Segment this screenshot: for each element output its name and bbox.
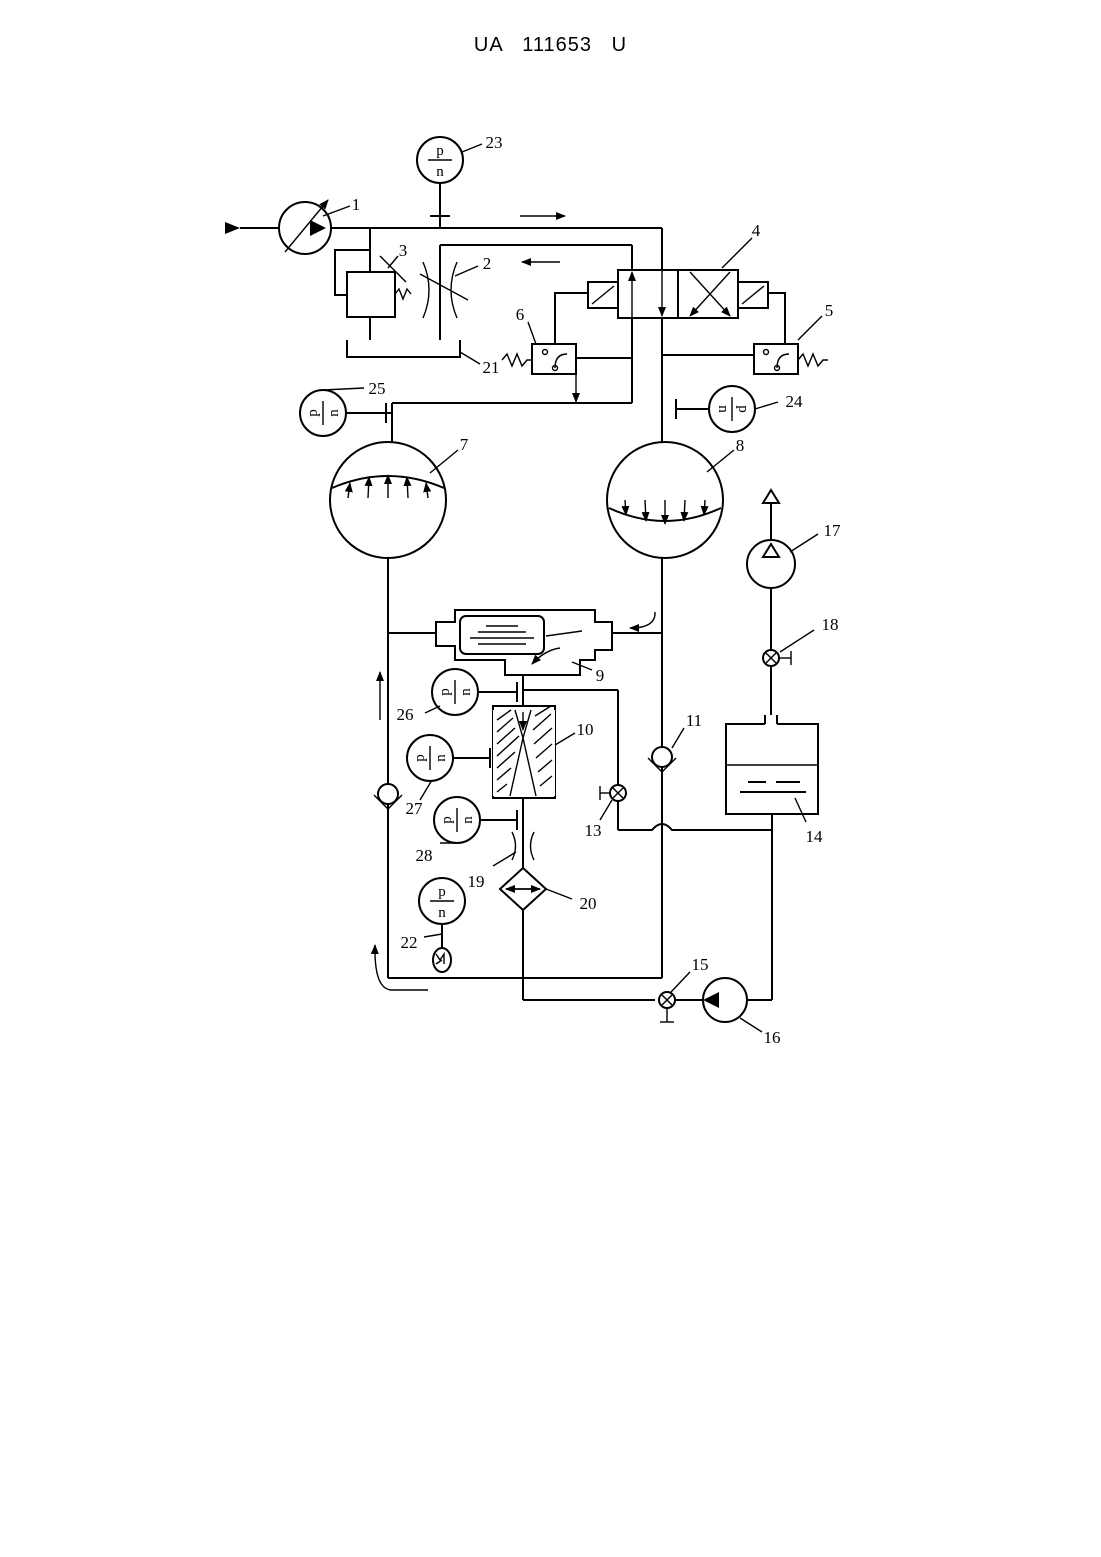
valve-15 [659, 992, 675, 1022]
tank-21 [347, 340, 460, 357]
gauge-25-p: p [305, 409, 321, 417]
label-23: 23 [486, 133, 503, 152]
gauge-28-n: n [460, 816, 476, 824]
gauge-24: p n [676, 386, 755, 432]
label-10: 10 [577, 720, 594, 739]
gauge-26-p: p [437, 688, 453, 696]
label-16: 16 [764, 1028, 781, 1047]
gauge-27-n: n [433, 754, 449, 762]
label-7: 7 [460, 435, 469, 454]
accumulator-7 [330, 403, 446, 558]
label-9: 9 [596, 666, 605, 685]
label-20: 20 [580, 894, 597, 913]
label-22: 22 [401, 933, 418, 952]
label-13: 13 [585, 821, 602, 840]
accumulator-8 [607, 442, 723, 558]
label-5: 5 [825, 301, 834, 320]
label-24: 24 [786, 392, 804, 411]
gauge-23-p: p [436, 143, 444, 159]
gauge-25-n: n [326, 409, 342, 417]
gauge-24-p: p [735, 405, 751, 413]
label-6: 6 [516, 305, 525, 324]
gauge-27: p n [407, 735, 490, 781]
tank-14 [726, 715, 818, 1000]
label-25: 25 [369, 379, 386, 398]
pump-17 [747, 490, 795, 650]
label-1: 1 [352, 195, 361, 214]
gauge-23: p n [417, 137, 463, 228]
gauge-26-n: n [458, 688, 474, 696]
leader-lines [323, 144, 822, 1032]
housing-9 [388, 610, 662, 675]
label-11: 11 [686, 711, 702, 730]
label-8: 8 [736, 436, 745, 455]
label-17: 17 [824, 521, 842, 540]
ejector-10 [493, 706, 555, 798]
heat-exchanger-20 [500, 868, 546, 910]
gauge-22-n: n [438, 905, 446, 921]
gauge-22-p: p [438, 884, 446, 900]
gauge-23-n: n [436, 164, 444, 180]
gauge-24-n: n [715, 405, 731, 413]
label-27: 27 [406, 799, 424, 818]
label-26: 26 [397, 705, 414, 724]
label-19: 19 [468, 872, 485, 891]
label-4: 4 [752, 221, 761, 240]
label-15: 15 [692, 955, 709, 974]
label-14: 14 [806, 827, 824, 846]
gauge-28: p n [434, 797, 517, 843]
label-3: 3 [399, 241, 408, 260]
gauge-28-p: p [439, 816, 455, 824]
pump-1 [225, 200, 331, 254]
gauge-22: p n [419, 878, 465, 972]
label-2: 2 [483, 254, 492, 273]
label-21: 21 [483, 358, 500, 377]
label-18: 18 [822, 615, 839, 634]
label-28: 28 [416, 846, 433, 865]
valve-18 [763, 650, 791, 715]
gauge-27-p: p [412, 754, 428, 762]
pump-16 [676, 978, 772, 1022]
directional-valve-4 [588, 270, 768, 318]
